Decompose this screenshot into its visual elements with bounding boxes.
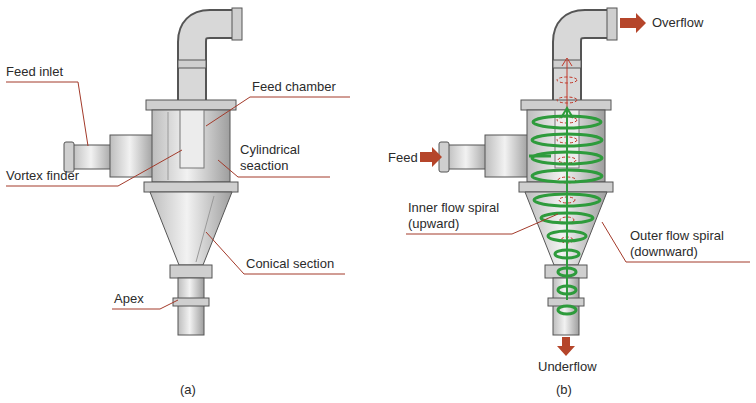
part-label: Apex	[114, 291, 144, 307]
part-label: Feed chamber	[252, 79, 336, 95]
part-label: Outer flow spiral (downward)	[630, 228, 748, 260]
flow-arrows	[420, 13, 646, 356]
part-label: Vortex finder	[6, 168, 79, 184]
part-label: Underflow	[538, 359, 597, 375]
leader-lines	[6, 82, 350, 309]
part-label: Feed	[388, 150, 418, 166]
part-label: Feed inlet	[6, 64, 63, 80]
part-label: Inner flow spiral (upward)	[408, 200, 520, 232]
part-label: Cylindrical seaction	[240, 142, 322, 174]
part-label: Conical section	[246, 256, 334, 272]
outer-flow-spiral	[529, 108, 602, 314]
hydrocyclone-flow-drawing	[439, 8, 617, 335]
part-label: (a)	[180, 382, 196, 398]
part-label: Overflow	[652, 15, 703, 31]
part-label: (b)	[556, 382, 572, 398]
hydrocyclone-drawing	[64, 8, 242, 335]
